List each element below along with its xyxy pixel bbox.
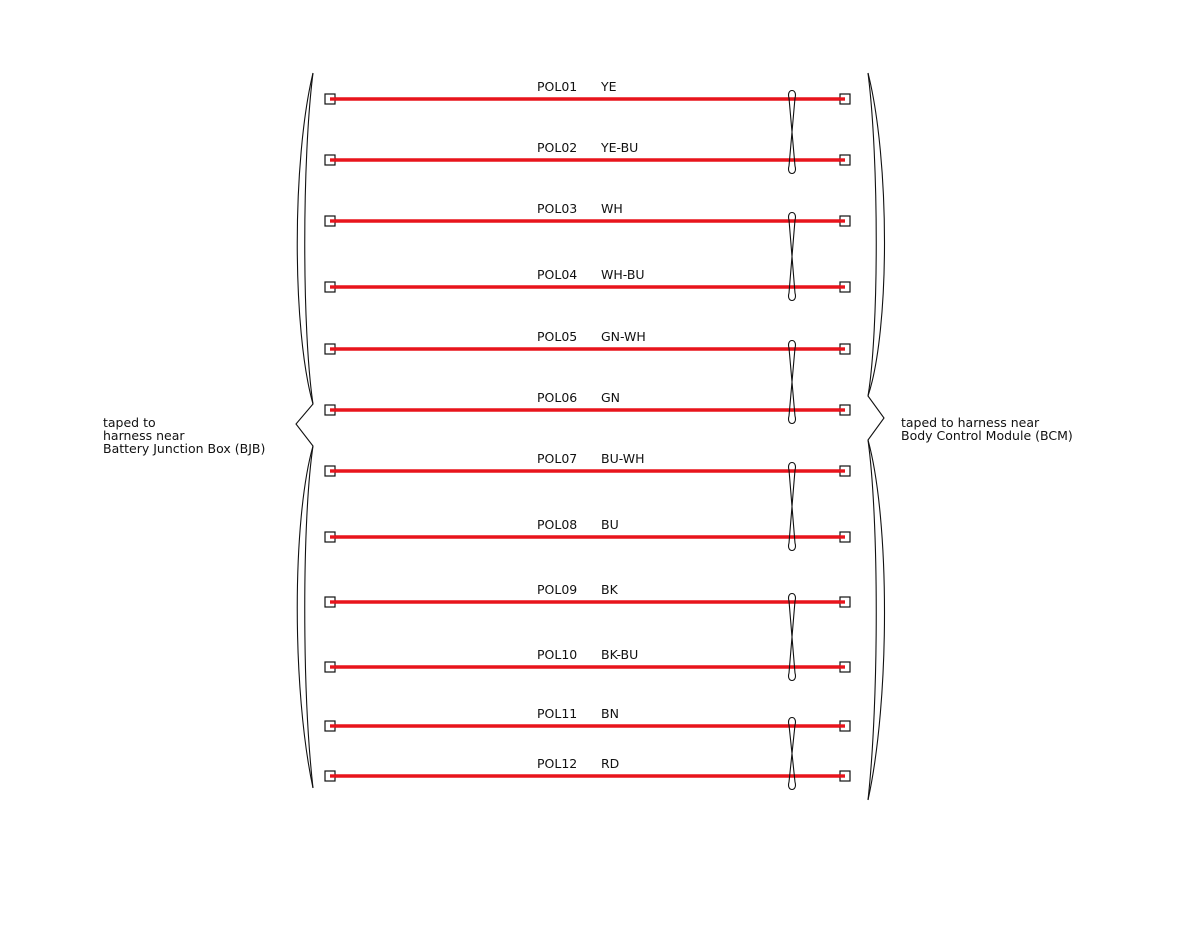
- wire-color-label: WH-BU: [601, 267, 645, 282]
- right-note: taped to harness near Body Control Modul…: [901, 416, 1073, 442]
- wire-id-label: POL03: [537, 201, 577, 216]
- wire-color-label: BU-WH: [601, 451, 645, 466]
- wire-id-label: POL01: [537, 79, 577, 94]
- wire-color-label: RD: [601, 756, 619, 771]
- wire-id-label: POL02: [537, 140, 577, 155]
- wire-id-label: POL07: [537, 451, 577, 466]
- wire-color-label: WH: [601, 201, 623, 216]
- twisted-pair-marker: [787, 89, 797, 175]
- twisted-pair-marker: [787, 339, 797, 425]
- wire-id-label: POL08: [537, 517, 577, 532]
- right-note-line: Body Control Module (BCM): [901, 428, 1073, 443]
- left-note-line: Battery Junction Box (BJB): [103, 441, 266, 456]
- twisted-pair-marker: [787, 716, 797, 791]
- wire-id-label: POL10: [537, 647, 577, 662]
- wire-id-label: POL06: [537, 390, 577, 405]
- wire-id-label: POL12: [537, 756, 577, 771]
- wire-color-label: GN: [601, 390, 620, 405]
- left-note-line: taped to: [103, 415, 156, 430]
- left-bundle-brace-inner: [304, 72, 314, 789]
- wire-id-label: POL09: [537, 582, 577, 597]
- wire-color-label: BK: [601, 582, 619, 597]
- right-note-line: taped to harness near: [901, 415, 1040, 430]
- wire-color-label: GN-WH: [601, 329, 646, 344]
- wire-color-label: BK-BU: [601, 647, 638, 662]
- right-bundle-brace-inner: [867, 72, 877, 801]
- twisted-pair-marker: [787, 211, 797, 302]
- wire-id-label: POL05: [537, 329, 577, 344]
- wire-id-label: POL11: [537, 706, 577, 721]
- wire-color-label: YE: [600, 79, 617, 94]
- twisted-pair-marker: [787, 461, 797, 552]
- left-note-line: harness near: [103, 428, 185, 443]
- twisted-pair-marker: [787, 592, 797, 682]
- left-note: taped to harness near Battery Junction B…: [103, 416, 265, 455]
- left-bundle-brace: [295, 72, 314, 789]
- wire-id-label: POL04: [537, 267, 577, 282]
- wire-color-label: BN: [601, 706, 619, 721]
- wire-color-label: YE-BU: [600, 140, 638, 155]
- wire-color-label: BU: [601, 517, 619, 532]
- right-bundle-brace: [867, 72, 886, 801]
